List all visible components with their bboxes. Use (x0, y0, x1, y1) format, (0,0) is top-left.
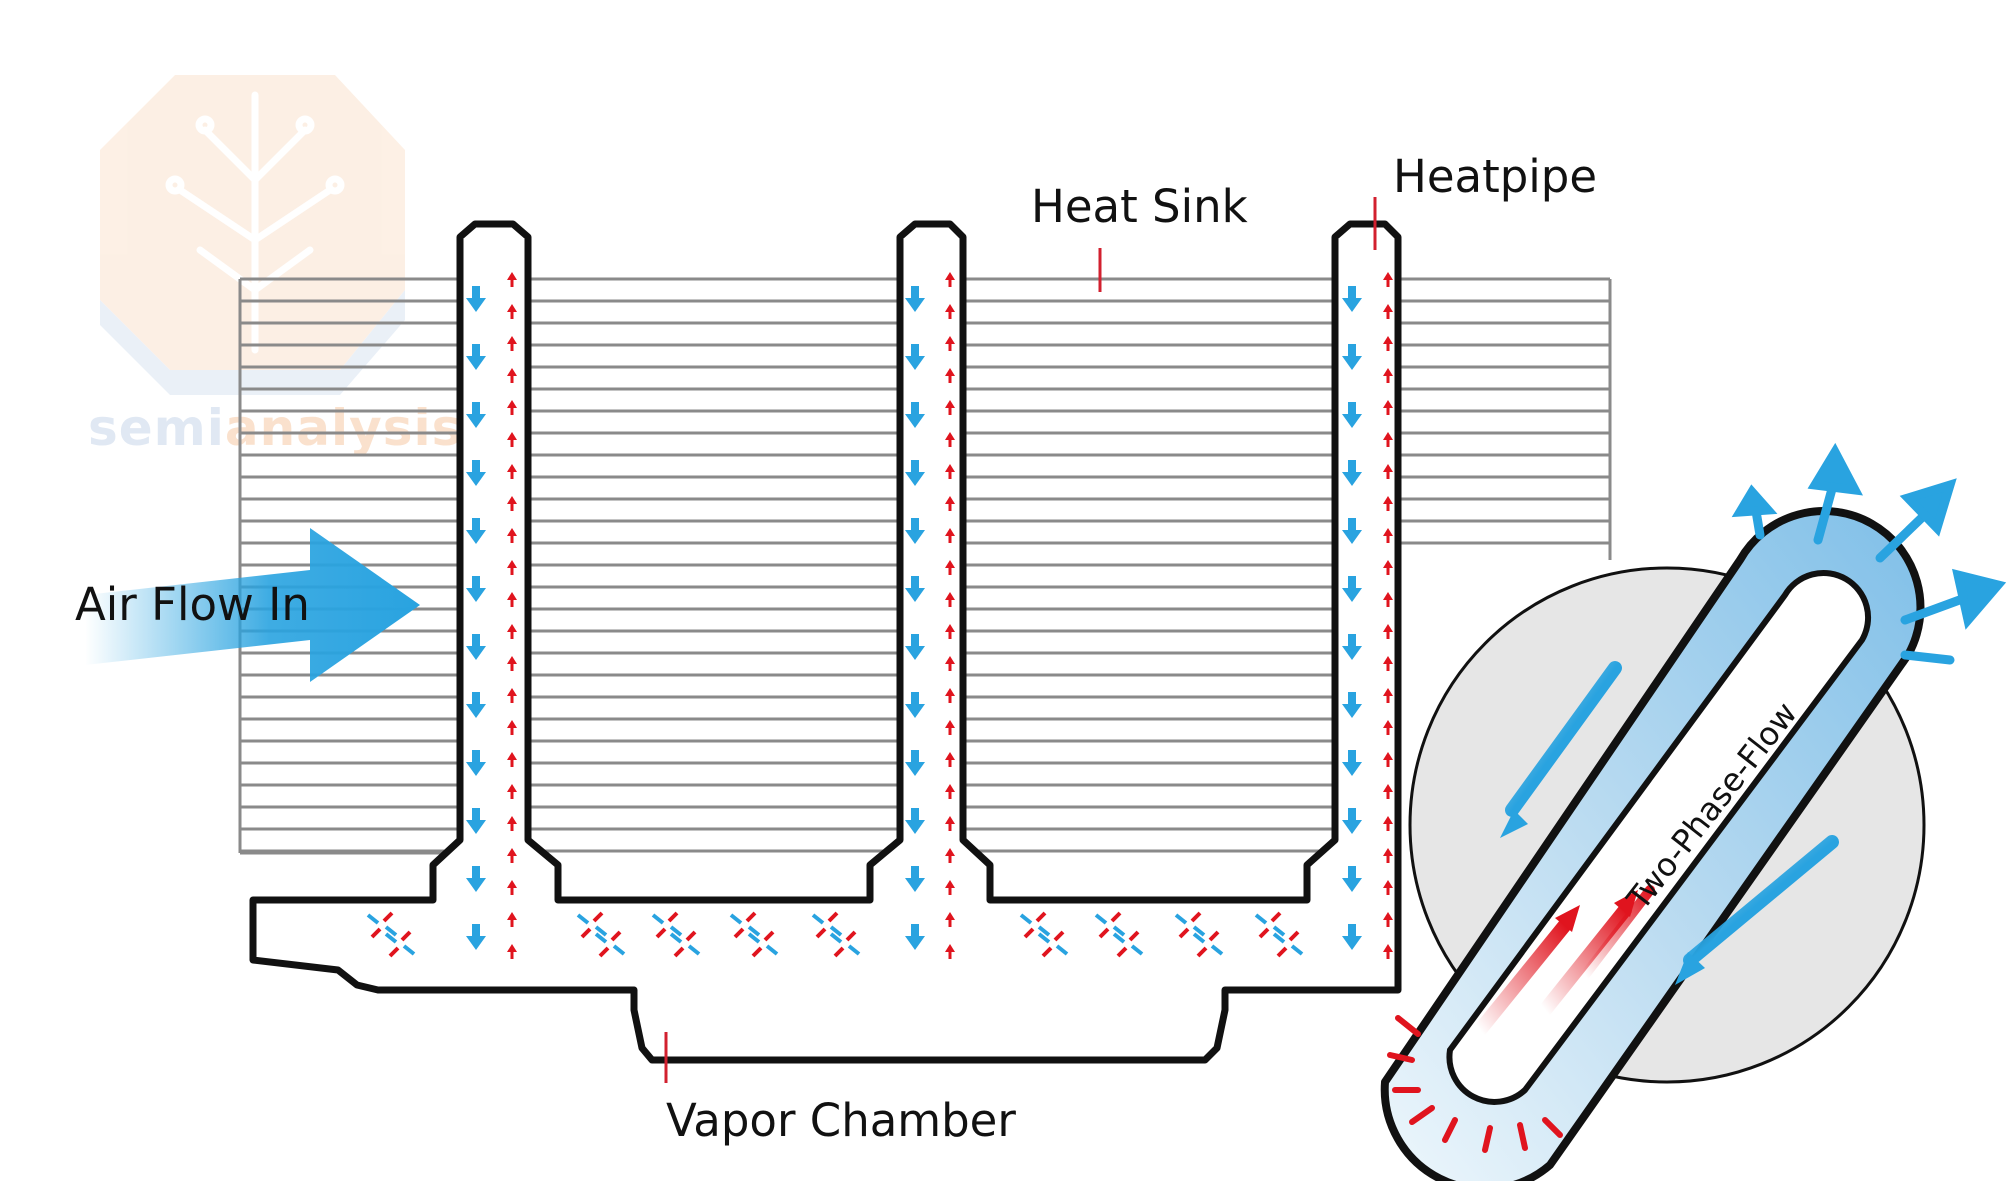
air-flow-label: Air Flow In (75, 578, 310, 631)
watermark-text-b: analysis (225, 399, 462, 457)
svg-text:semianalysis: semianalysis (88, 399, 462, 457)
vapor-chamber-body (249, 220, 1402, 1064)
pipe-flow-arrows (366, 272, 1393, 959)
watermark-text-a: semi (88, 399, 225, 457)
watermark-logo: semianalysis (88, 75, 462, 457)
heatpipe-label: Heatpipe (1393, 150, 1597, 203)
two-phase-detail (1380, 442, 2007, 1181)
heat-sink-label: Heat Sink (1031, 180, 1248, 233)
heat-sink-fins (238, 277, 1612, 855)
vapor-chamber-label: Vapor Chamber (666, 1094, 1016, 1147)
air-flow-arrow (85, 528, 420, 682)
leader-lines (664, 197, 1377, 1083)
